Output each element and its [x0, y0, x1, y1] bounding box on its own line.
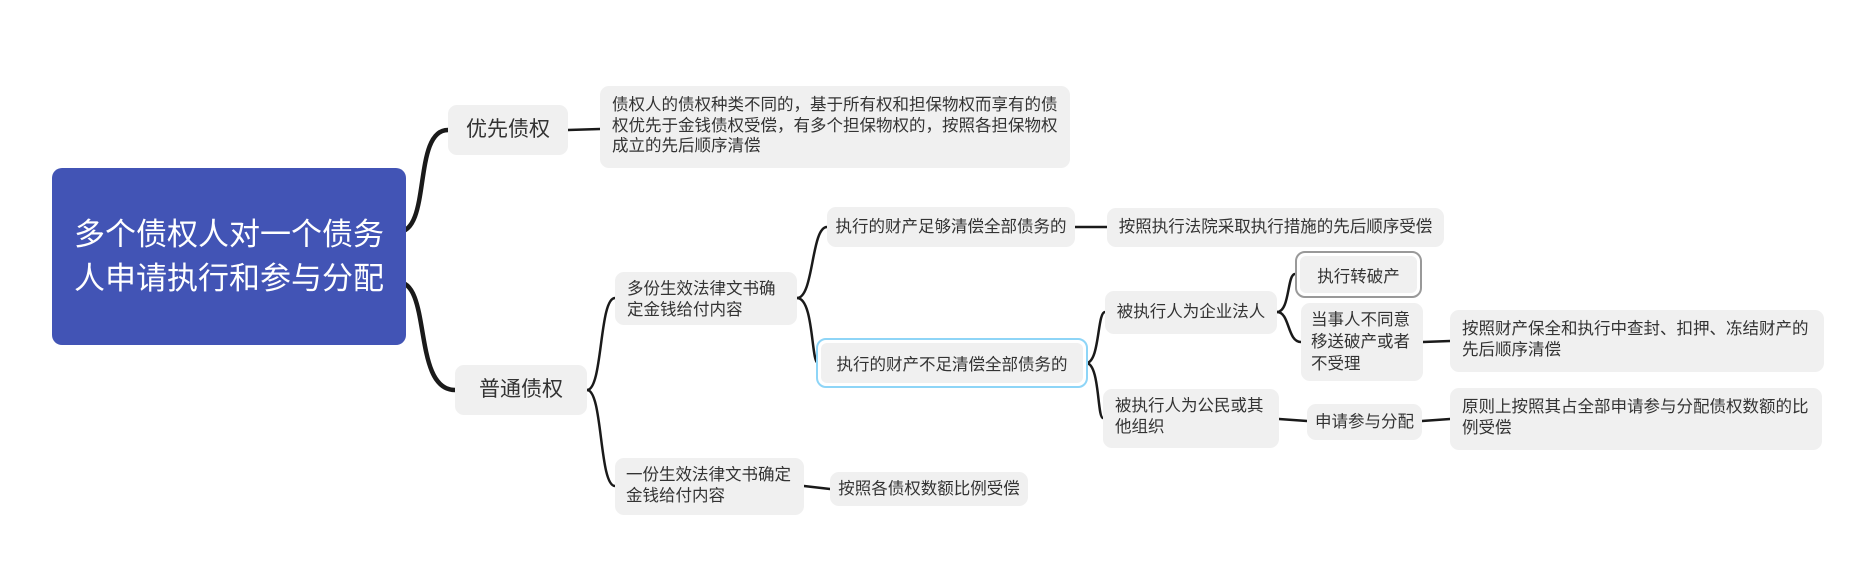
node-property-insufficient-label: 执行的财产不足清偿全部债务的 [821, 343, 1083, 383]
node-party-disagrees-bankruptcy[interactable]: 当事人不同意移送破产或者不受理 [1301, 303, 1423, 381]
connector-root-youxian [395, 127, 451, 235]
connector-buzu-gongmin [1084, 361, 1105, 420]
node-sufficient-result[interactable]: 按照执行法院采取执行措施的先后顺序受偿 [1107, 208, 1444, 247]
connector-shenqing-result [1420, 417, 1452, 423]
node-proportional-distribution-result[interactable]: 原则上按照其占全部申请参与分配债权数额的比例受偿 [1450, 388, 1822, 450]
connector-duofen-zugou [795, 225, 829, 300]
node-single-effective-document[interactable]: 一份生效法律文书确定金钱给付内容 [615, 458, 804, 515]
node-debtor-enterprise-legal-person[interactable]: 被执行人为企业法人 [1105, 291, 1277, 334]
node-priority-claims-detail[interactable]: 债权人的债权种类不同的，基于所有权和担保物权而享有的债权优先于金钱债权受偿，有多… [600, 86, 1070, 168]
node-execution-to-bankruptcy[interactable]: 执行转破产 [1295, 251, 1422, 298]
connector-yifen-result [802, 484, 832, 491]
node-debtor-citizen-or-organization[interactable]: 被执行人为公民或其他组织 [1103, 389, 1279, 448]
connector-butongyi-result [1421, 339, 1452, 344]
node-multiple-effective-documents[interactable]: 多份生效法律文书确定金钱给付内容 [615, 272, 797, 325]
node-apply-for-distribution[interactable]: 申请参与分配 [1307, 404, 1422, 440]
node-execution-to-bankruptcy-label: 执行转破产 [1300, 256, 1417, 293]
connector-buzu-qiye [1084, 310, 1107, 365]
connector-qiye-butongyi [1275, 310, 1303, 344]
node-proportional-claims-result[interactable]: 按照各债权数额比例受偿 [830, 472, 1028, 506]
connector-gongmin-shenqing [1277, 417, 1309, 423]
node-property-sufficient[interactable]: 执行的财产足够清偿全部债务的 [827, 207, 1075, 247]
connector-youxian-detail [566, 127, 602, 132]
node-priority-claims[interactable]: 优先债权 [448, 105, 568, 155]
connector-root-putong [395, 279, 458, 393]
connector-duofen-buzu [795, 296, 820, 365]
connector-putong-duofen [585, 296, 617, 392]
connector-qiye-zhuanpochan [1275, 272, 1297, 314]
node-ordinary-claims[interactable]: 普通债权 [455, 365, 587, 415]
root-node[interactable]: 多个债权人对一个债务人申请执行和参与分配 [52, 168, 406, 345]
connector-putong-yifen [585, 388, 617, 488]
node-property-insufficient-selected[interactable]: 执行的财产不足清偿全部债务的 [816, 338, 1088, 388]
node-seizure-order-result[interactable]: 按照财产保全和执行中查封、扣押、冻结财产的先后顺序清偿 [1450, 310, 1824, 372]
